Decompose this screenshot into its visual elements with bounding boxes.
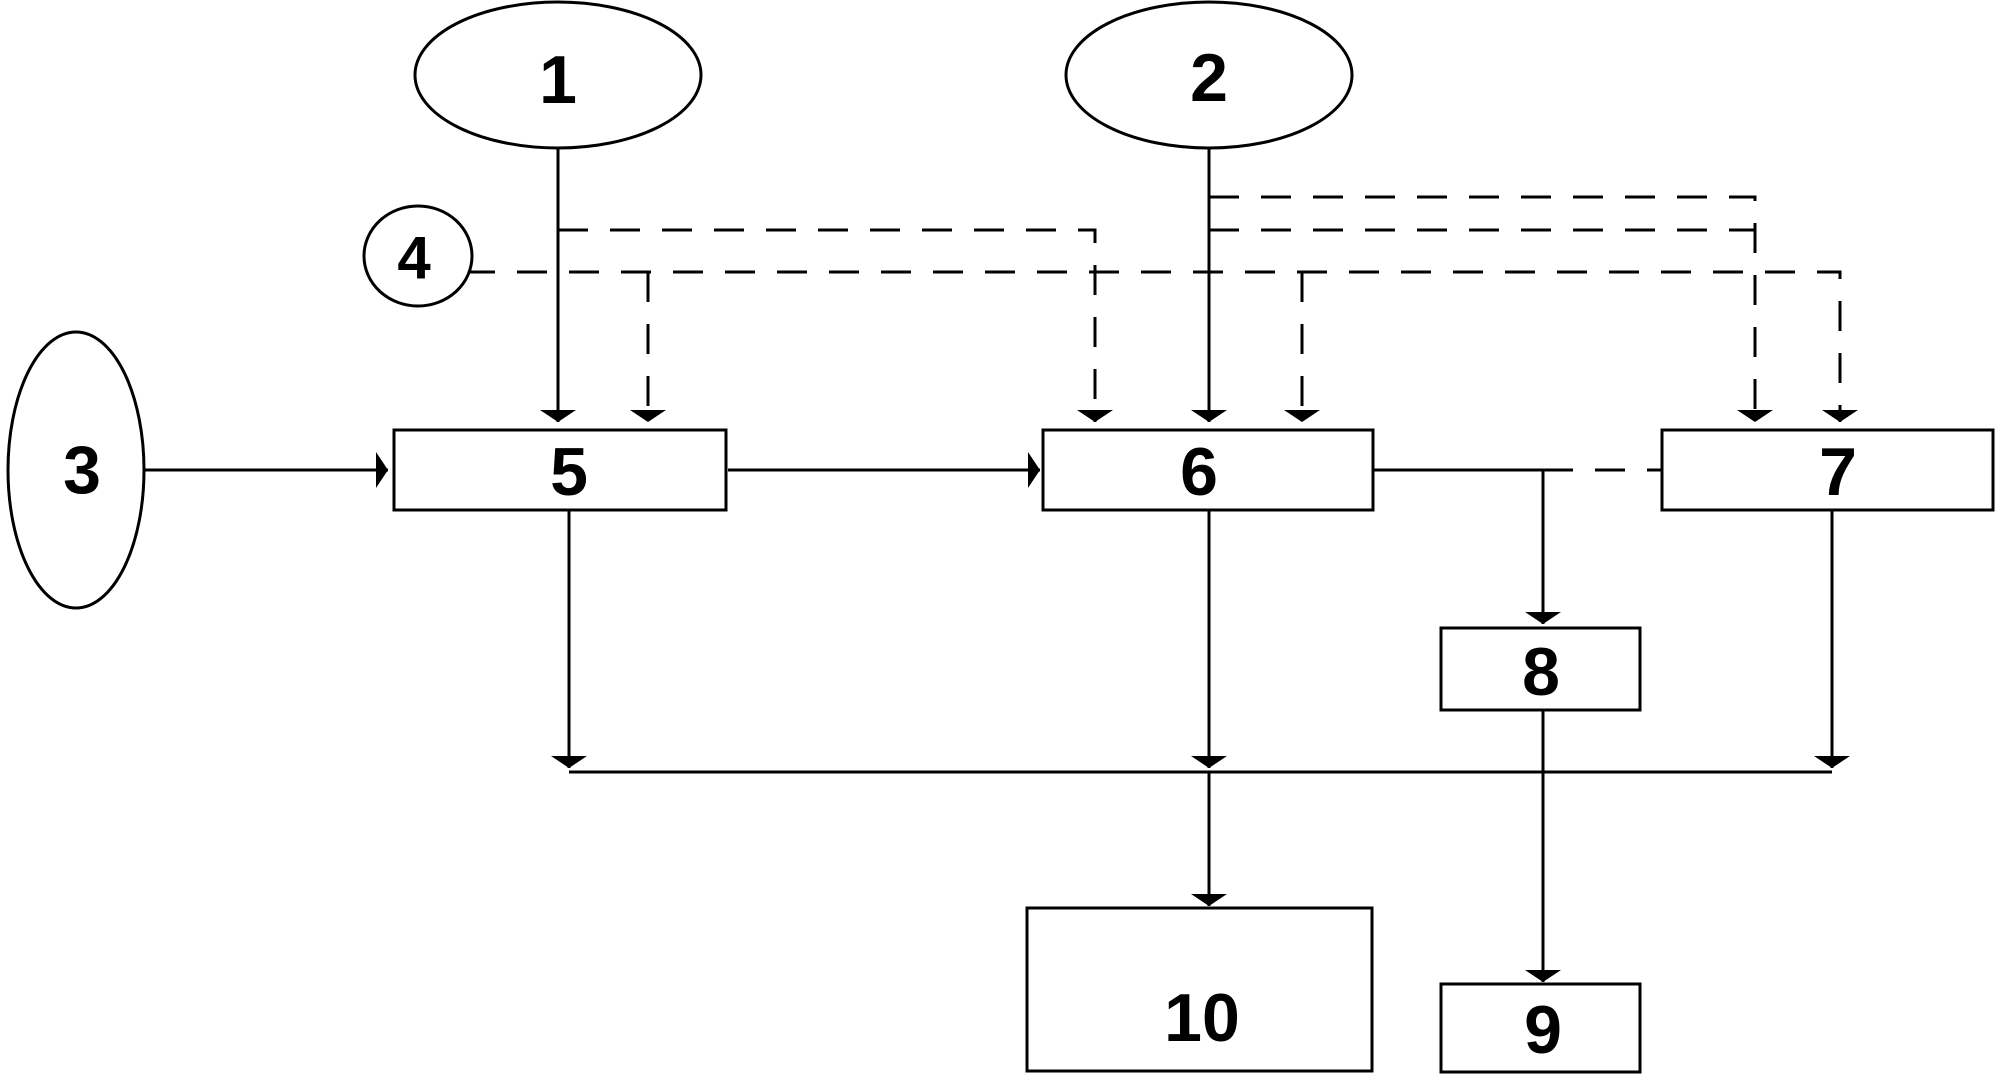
edge-1-to-6-dashed [558, 228, 1113, 422]
node-5-box [392, 428, 728, 512]
node-9-box [1439, 982, 1642, 1074]
node-5: 5 [392, 428, 728, 512]
node-5-label: 5 [550, 434, 588, 510]
edge-4-to-7-dashed [465, 270, 1858, 422]
node-6-label: 6 [1180, 434, 1218, 510]
node-2-ellipse [1064, 0, 1354, 150]
node-10-box [1025, 906, 1374, 1073]
node-10-label: 10 [1164, 980, 1240, 1056]
edge-2-to-7-dashed-a [1209, 195, 1773, 422]
node-1-ellipse [413, 0, 703, 150]
node-1-label: 1 [539, 42, 577, 118]
node-9-label: 9 [1524, 992, 1562, 1068]
node-1: 1 [413, 0, 703, 150]
node-8-label: 8 [1522, 634, 1560, 710]
node-7: 7 [1660, 428, 1995, 512]
node-3-ellipse [6, 330, 146, 610]
node-7-label: 7 [1819, 434, 1857, 510]
node-8: 8 [1439, 626, 1642, 712]
node-3: 3 [6, 330, 146, 610]
node-10: 10 [1025, 906, 1374, 1073]
node-4-circle [362, 204, 474, 308]
node-7-box [1660, 428, 1995, 512]
node-2: 2 [1064, 0, 1354, 150]
node-4-label: 4 [397, 225, 431, 292]
edge-6-to-8 [1374, 468, 1561, 624]
node-3-label: 3 [63, 432, 101, 508]
node-2-label: 2 [1190, 40, 1228, 116]
node-9: 9 [1439, 982, 1642, 1074]
node-6-box [1041, 428, 1375, 512]
node-4: 4 [362, 204, 474, 308]
dashed-connectors [465, 195, 1858, 472]
node-8-box [1439, 626, 1642, 712]
node-6: 6 [1041, 428, 1375, 512]
